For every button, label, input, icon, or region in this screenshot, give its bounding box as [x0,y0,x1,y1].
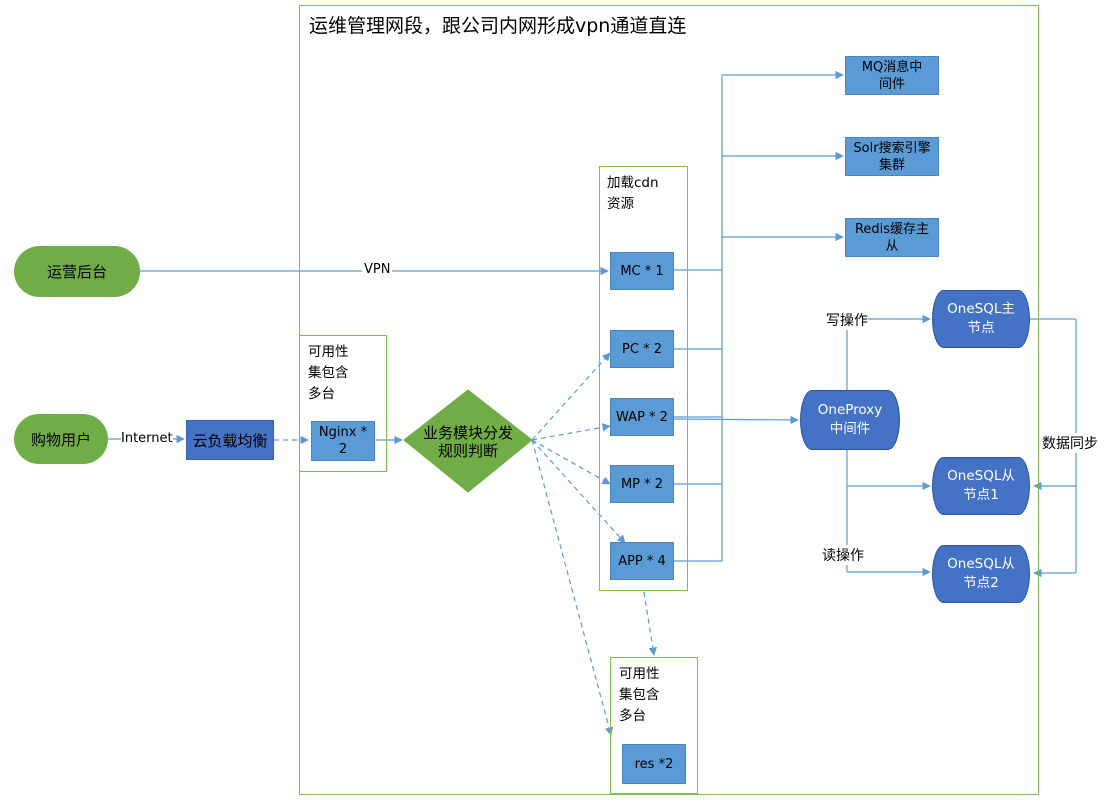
dispatcher-diamond [403,389,533,493]
onesql-slave1-node[interactable]: OneSQL从节点1 [932,457,1030,515]
ops-backend-node[interactable]: 运营后台 [14,246,140,297]
solr-node[interactable]: Solr搜索引擎集群 [845,137,939,176]
pc-node[interactable]: PC * 2 [610,330,674,368]
app-node[interactable]: APP * 4 [610,542,674,580]
res-node[interactable]: res *2 [622,744,686,784]
cdn-zone-title: 加载cdn 资源 [607,175,659,212]
dispatcher-label: 业务模块分发 规则判断 [422,424,513,460]
onesql-master-node[interactable]: OneSQL主节点 [932,290,1030,348]
res-ha-zone [610,657,698,794]
write-op-label: 写操作 [826,310,868,330]
read-op-label: 读操作 [822,545,864,565]
mp-node[interactable]: MP * 2 [610,465,674,503]
nginx-zone-title: 可用性 集包含 多台 [308,344,349,402]
cloud-load-balancer[interactable]: 云负载均衡 [186,420,274,460]
onesql-slave2-node[interactable]: OneSQL从节点2 [932,545,1030,603]
redis-node[interactable]: Redis缓存主从 [845,218,939,257]
mq-node[interactable]: MQ消息中间件 [845,56,939,95]
page-title: 运维管理网段，跟公司内网形成vpn通道直连 [309,15,687,37]
internet-label: Internet [121,431,173,446]
vpn-label: VPN [362,262,393,277]
data-sync-label: 数据同步 [1042,433,1098,453]
mc-node[interactable]: MC * 1 [610,252,674,290]
nginx-ha-zone [299,335,387,472]
wap-node[interactable]: WAP * 2 [610,398,674,436]
shopper-node[interactable]: 购物用户 [14,414,108,464]
nginx-node[interactable]: Nginx * 2 [311,421,375,461]
res-zone-title: 可用性 集包含 多台 [619,666,660,724]
cdn-zone [599,166,688,591]
